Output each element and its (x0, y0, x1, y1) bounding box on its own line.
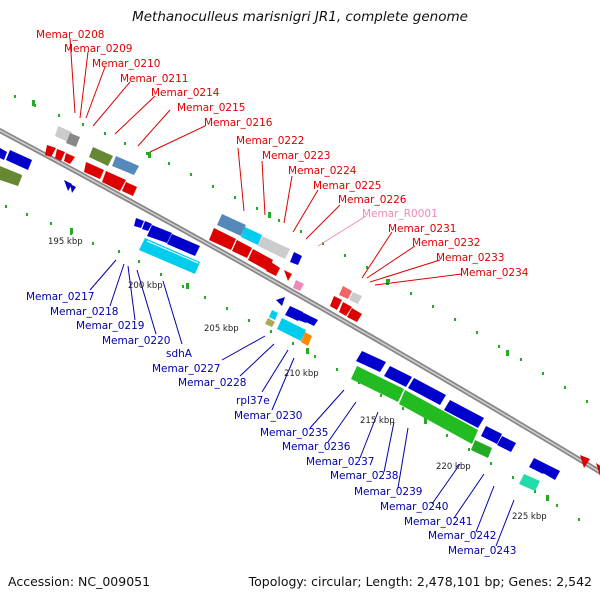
gene-label: Memar_0228 (178, 377, 246, 389)
gene-label: Memar_0219 (76, 320, 144, 332)
gene-label: Memar_0237 (306, 456, 374, 468)
genome-backbone-highlight (0, 129, 600, 473)
gene-label: Memar_0227 (152, 363, 220, 375)
gene-label: Memar_0226 (338, 194, 407, 206)
gene-label: Memar_0220 (102, 335, 170, 347)
tick-label: 200 kbp (128, 281, 163, 291)
gene-label: Memar_0240 (380, 501, 448, 513)
reverse-strand-genes (0, 148, 560, 480)
gene-label: Memar_0223 (262, 150, 330, 162)
gene-label: Memar_0241 (404, 516, 472, 528)
gene-label: Memar_0208 (36, 29, 104, 41)
bottom-label-leaders (89, 259, 515, 547)
reverse-function-boxes (0, 166, 540, 491)
gene-label: Memar_0230 (234, 410, 302, 422)
gene-label: Memar_0231 (388, 223, 456, 235)
accession-label: Accession: NC_009051 (8, 574, 151, 589)
tick-label: 210 kbp (284, 369, 319, 379)
tick-label: 215 kbp (360, 416, 395, 426)
forward-strand-genes (45, 145, 600, 476)
gene-label: Memar_0243 (448, 545, 516, 557)
outer-guide-dots (14, 95, 588, 403)
bottom-gene-labels: Memar_0217 Memar_0218 Memar_0219 Memar_0… (26, 291, 516, 557)
gene-label: Memar_0224 (288, 165, 357, 177)
top-label-leaders (69, 37, 463, 286)
gene-label: Memar_0209 (64, 43, 132, 55)
gene-label: Memar_0233 (436, 252, 504, 264)
gene-label: rpl37e (236, 395, 270, 407)
top-gene-labels: Memar_0208 Memar_0209 Memar_0210 Memar_0… (36, 29, 529, 279)
gene-label: Memar_0232 (412, 237, 480, 249)
gene-label: Memar_0211 (120, 73, 188, 85)
position-ticks: 195 kbp 200 kbp 205 kbp 210 kbp 215 kbp … (48, 237, 547, 522)
tick-label: 225 kbp (512, 512, 547, 522)
inner-guide-dots (5, 205, 580, 521)
gene-label: Memar_0222 (236, 135, 304, 147)
rna-gene-marker (293, 280, 304, 291)
rna-label-leader (317, 215, 367, 247)
tick-label: 220 kbp (436, 462, 471, 472)
map-title: Methanoculleus marisnigri JR1, complete … (132, 9, 468, 25)
tick-label: 205 kbp (204, 324, 239, 334)
gene-label: Memar_0210 (92, 58, 160, 70)
gene-label: Memar_0215 (177, 102, 245, 114)
gene-label: Memar_0236 (282, 441, 351, 453)
topology-summary: Topology: circular; Length: 2,478,101 bp… (248, 574, 592, 589)
gene-label: Memar_R0001 (362, 208, 438, 220)
gene-label: Memar_0242 (428, 530, 496, 542)
gene-label: Memar_0225 (313, 180, 381, 192)
gene-label: Memar_0218 (50, 306, 118, 318)
gene-label: sdhA (166, 348, 193, 360)
gene-label: Memar_0217 (26, 291, 94, 303)
gene-label: Memar_0239 (354, 486, 422, 498)
gene-label: Memar_0214 (151, 87, 220, 99)
gene-label: Memar_0235 (260, 427, 328, 439)
gene-label: Memar_0216 (204, 117, 273, 129)
tick-label: 195 kbp (48, 237, 83, 247)
gene-label: Memar_0238 (330, 470, 398, 482)
gene-label: Memar_0234 (460, 267, 529, 279)
